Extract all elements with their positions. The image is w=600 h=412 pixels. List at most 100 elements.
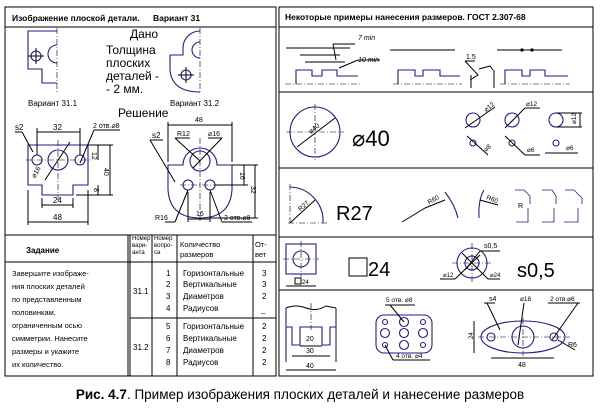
svg-text:40: 40	[306, 363, 314, 370]
svg-text:32: 32	[53, 123, 62, 132]
svg-text:ния плоских деталей: ния плоских деталей	[12, 282, 85, 291]
example-square-and-thickness	[283, 241, 500, 287]
task-table: Задание Номер вари-анта Номер вопро-са К…	[12, 236, 267, 369]
svg-text:40: 40	[102, 168, 109, 176]
given-label: Дано	[130, 27, 158, 41]
left-panel-frame	[4, 6, 277, 377]
svg-text:3: 3	[166, 292, 171, 301]
header-count: Количество размеров	[180, 240, 221, 259]
svg-text:48: 48	[195, 117, 203, 124]
svg-text:s2: s2	[15, 123, 24, 132]
svg-text:деталей -: деталей -	[106, 69, 159, 83]
svg-text:⌀8: ⌀8	[482, 143, 493, 153]
svg-text:⌀12: ⌀12	[571, 112, 578, 124]
label-sq24-small: 24	[302, 280, 309, 286]
svg-text:2 отв.⌀6: 2 отв.⌀6	[550, 296, 575, 303]
label-10-min: 10 min	[358, 57, 379, 64]
variant-31-2-drawing	[169, 28, 201, 94]
svg-text:Вертикальные: Вертикальные	[183, 334, 237, 343]
variant-cell: 31.2	[133, 343, 149, 352]
svg-text:⌀12: ⌀12	[483, 101, 496, 114]
figure-caption: Рис. 4.7. Пример изображения плоских дет…	[75, 387, 525, 402]
label-r27-small: R27	[297, 199, 311, 212]
svg-text:симметрии. Нанесите: симметрии. Нанесите	[12, 334, 88, 343]
svg-text:2: 2	[262, 346, 267, 355]
svg-text:7: 7	[166, 346, 171, 355]
svg-text:половинкам,: половинкам,	[12, 308, 56, 317]
svg-text:20: 20	[306, 336, 314, 343]
label-s05-big: s0,5	[517, 260, 555, 282]
svg-text:плоских: плоских	[106, 56, 150, 70]
label-1-5: 1.5	[466, 54, 476, 61]
variant-label-31-2: Вариант 31.2	[170, 99, 220, 108]
svg-text:R12: R12	[177, 131, 190, 138]
svg-text:2: 2	[262, 334, 267, 343]
svg-text:5 отв. ⌀8: 5 отв. ⌀8	[386, 297, 413, 304]
svg-text:Завершите изображе-: Завершите изображе-	[12, 269, 89, 278]
svg-text:–: –	[261, 309, 266, 318]
label-dia40-big: ⌀40	[352, 126, 390, 151]
label-r27-big: R27	[336, 203, 373, 225]
svg-text:Вертикальные: Вертикальные	[183, 280, 237, 289]
svg-text:16: 16	[196, 211, 204, 218]
left-header-variant: Вариант 31	[153, 13, 200, 23]
svg-text:Диаметров: Диаметров	[183, 346, 224, 355]
svg-text:4: 4	[166, 304, 171, 313]
svg-text:⌀6: ⌀6	[566, 145, 574, 152]
right-panel-frame	[278, 6, 594, 377]
solution-31-1-dimensions: s2 32 2 отв.⌀8 ⌀16 12 40 8 24 48	[15, 123, 120, 222]
svg-text:2: 2	[262, 292, 267, 301]
svg-text:⌀12: ⌀12	[443, 273, 454, 279]
svg-text:их количество.: их количество.	[12, 360, 63, 369]
svg-text:⌀16: ⌀16	[208, 131, 220, 138]
svg-text:2: 2	[166, 280, 171, 289]
header-question: Номер вопро-са	[154, 236, 173, 256]
label-7-min: 7 min	[358, 35, 375, 42]
svg-text:⌀18: ⌀18	[520, 296, 532, 303]
solution-label: Решение	[118, 106, 169, 120]
svg-text:- 2 мм.: - 2 мм.	[106, 82, 143, 96]
svg-text:Горизонтальные: Горизонтальные	[183, 322, 245, 331]
svg-text:48: 48	[53, 213, 62, 222]
variant-cell: 31.1	[133, 287, 149, 296]
svg-text:24: 24	[469, 332, 475, 339]
svg-text:4 отв. ⌀4: 4 отв. ⌀4	[396, 353, 423, 360]
example-symmetric-parts	[285, 302, 580, 371]
right-header: Некоторые примеры нанесения размеров. ГО…	[285, 12, 526, 22]
svg-text:R60: R60	[485, 194, 499, 205]
svg-text:Радиусов: Радиусов	[183, 358, 218, 367]
variant-label-31-1: Вариант 31.1	[28, 99, 78, 108]
header-variant: Номер вари-анта	[132, 236, 151, 256]
svg-text:Диаметров: Диаметров	[183, 292, 224, 301]
svg-text:30: 30	[306, 348, 314, 355]
svg-text:⌀16: ⌀16	[31, 165, 43, 179]
svg-text:по представленным: по представленным	[12, 295, 81, 304]
svg-text:s4: s4	[489, 296, 497, 303]
header-task: Задание	[26, 246, 60, 255]
example-diameters	[286, 104, 582, 160]
example-extension-lines	[285, 43, 570, 88]
left-header-title: Изображение плоской детали.	[12, 13, 140, 23]
svg-text:3: 3	[262, 280, 267, 289]
svg-text:⌀24: ⌀24	[490, 273, 501, 279]
svg-text:⌀6: ⌀6	[527, 147, 535, 154]
thickness-note: Толщина плоских деталей - - 2 мм.	[106, 43, 159, 96]
svg-text:6: 6	[166, 334, 171, 343]
label-sq24-big: 24	[368, 259, 390, 281]
svg-text:s2: s2	[152, 131, 161, 140]
svg-text:3: 3	[262, 269, 267, 278]
svg-text:2: 2	[262, 322, 267, 331]
svg-text:1: 1	[166, 269, 171, 278]
svg-text:8: 8	[166, 358, 171, 367]
solution-31-2-drawing	[149, 122, 258, 223]
svg-text:12: 12	[90, 152, 97, 160]
example-radii	[288, 184, 583, 225]
table-rows: 1 Горизонтальные 3 2 Вертикальные 3 3 Ди…	[166, 269, 267, 367]
svg-text:ограниченным осью: ограниченным осью	[12, 321, 82, 330]
task-text: Завершите изображе- ния плоских деталей …	[12, 269, 89, 369]
svg-text:Радиусов: Радиусов	[183, 304, 218, 313]
svg-text:48: 48	[518, 362, 526, 369]
variant-31-1-drawing	[27, 28, 58, 92]
label-r: R	[518, 203, 523, 210]
